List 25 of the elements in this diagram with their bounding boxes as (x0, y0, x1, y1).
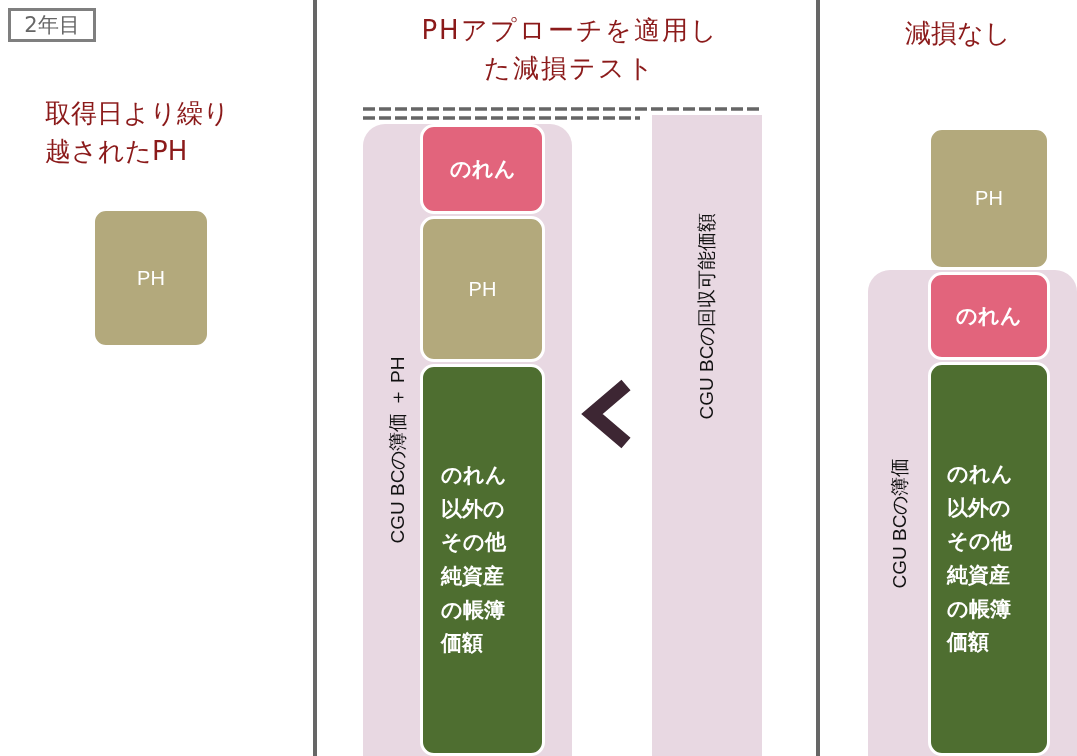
goodwill-block (420, 124, 545, 214)
vertical-label: CGU BCの簿価 (888, 457, 911, 589)
ph-block (928, 127, 1050, 270)
vertical-label: CGU BCの簿価 ＋ PH (386, 356, 409, 544)
net-assets-block (420, 364, 545, 756)
cgu-band (363, 124, 572, 756)
block-label: のれん (956, 303, 1022, 330)
recoverable-amount-band (652, 115, 762, 756)
goodwill-block (928, 272, 1050, 360)
ph-block (92, 208, 210, 348)
block-label: のれん以外のその他純資産の帳簿価額 (947, 461, 1014, 657)
vertical-label: CGU BCの回収可能価額 (695, 212, 718, 419)
heading: 減損なし (905, 17, 1012, 50)
net-assets-block (928, 362, 1050, 756)
heading: 取得日より繰り越されたPH (45, 97, 231, 168)
year-tag (8, 8, 96, 42)
ph-block (420, 216, 545, 362)
block-label: のれん以外のその他純資産の帳簿価額 (440, 462, 508, 658)
block-label: 2年目 (24, 12, 80, 39)
block-label: のれん (449, 156, 516, 183)
cgu-band (868, 270, 1077, 756)
heading: PHアプローチを適用した減損テスト (420, 14, 720, 85)
block-label: PH (975, 187, 1003, 210)
block-label: PH (137, 266, 165, 290)
block-label: PH (468, 277, 497, 301)
